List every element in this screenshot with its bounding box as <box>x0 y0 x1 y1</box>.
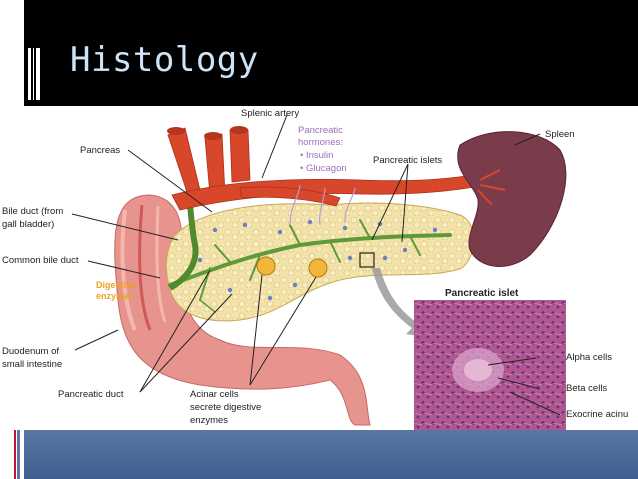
title-decoration <box>28 48 41 100</box>
label-pancreas: Pancreas <box>80 145 120 156</box>
label-exocrine-acini: Exocrine acinu <box>566 409 628 420</box>
slide-title: Histology <box>70 40 259 80</box>
spleen <box>457 131 567 267</box>
pancreas-diagram: Splenic artery Pancreatic hormones: • In… <box>2 108 628 430</box>
label-pancreatic-hormones: Pancreatic <box>298 125 343 136</box>
label-digestive-enzymes: Digestive <box>96 280 136 290</box>
label-common-bile-duct: Common bile duct <box>2 255 79 266</box>
islet-highlight-box <box>359 252 375 268</box>
label-pancreatic-hormones-2: hormones: <box>298 137 343 148</box>
footer-bar <box>24 430 638 479</box>
title-bar <box>24 0 638 106</box>
label-bile-duct-2: gall bladder) <box>2 219 54 230</box>
label-acinar-cells-2: secrete digestive <box>190 402 261 413</box>
label-bile-duct: Bile duct (from <box>2 206 63 217</box>
spleen-vessels <box>477 169 506 206</box>
label-splenic-artery: Splenic artery <box>241 108 299 119</box>
splenic-artery <box>167 127 493 211</box>
label-duodenum: Duodenum of <box>2 346 59 357</box>
label-pancreatic-duct: Pancreatic duct <box>58 389 124 400</box>
label-spleen: Spleen <box>545 129 575 140</box>
label-duodenum-2: small intestine <box>2 359 62 370</box>
footer-accent <box>14 430 20 479</box>
artery-caps <box>167 126 248 140</box>
label-digestive-enzymes-2: enzymes <box>96 291 134 301</box>
label-glucagon: • Glucagon <box>300 163 347 174</box>
label-acinar-cells-3: enzymes <box>190 415 228 426</box>
label-pancreatic-islets: Pancreatic islets <box>373 155 442 166</box>
islet-dots <box>197 219 438 301</box>
label-insulin: • Insulin <box>300 150 333 161</box>
label-alpha-cells: Alpha cells <box>566 352 612 363</box>
label-beta-cells: Beta cells <box>566 383 607 394</box>
hormone-arrows <box>289 184 356 226</box>
label-acinar-cells: Acinar cells <box>190 389 239 400</box>
label-pancreatic-islet: Pancreatic islet <box>445 288 519 299</box>
acinar-clusters <box>256 256 328 278</box>
leader-lines <box>71 114 561 416</box>
